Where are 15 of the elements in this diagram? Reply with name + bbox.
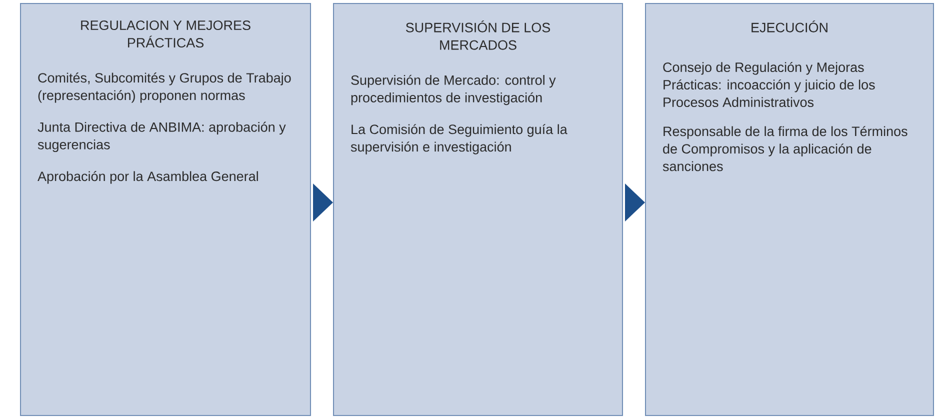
panel (645, 3, 934, 416)
panel (333, 3, 623, 416)
chevron-arrow (623, 184, 645, 222)
panel-text: La Comisión de Seguimiento guía la supervisión e investigación (350, 124, 568, 154)
panel-text: Aprobación por la Asamblea General (38, 171, 258, 184)
chevron-arrow (311, 184, 333, 222)
panel-heading: EJECUCIÓN (752, 20, 828, 32)
panel-heading: SUPERVISIÓN DE LOS MERCADOS (406, 20, 550, 50)
panel-text: Supervisión de Mercado: control y procedimientos de investigación (351, 74, 556, 106)
panel-text: Comités, Subcomités y Grupos de Trabajo (representación) proponen normas (38, 72, 291, 103)
panel-text: Consejo de Regulación y Mejoras Prácticas: incoacción y juicio de los Procesos Administrativos (663, 62, 875, 108)
panel-text: Responsable de la firma de los Términos de Compromisos y la aplicación de sanciones (662, 126, 908, 172)
panel-text: Junta Directiva de ANBIMA: aprobación y sugerencias (38, 122, 286, 152)
panel-heading: REGULACION Y MEJORES PRÁCTICAS (81, 20, 250, 48)
panel (20, 3, 311, 416)
